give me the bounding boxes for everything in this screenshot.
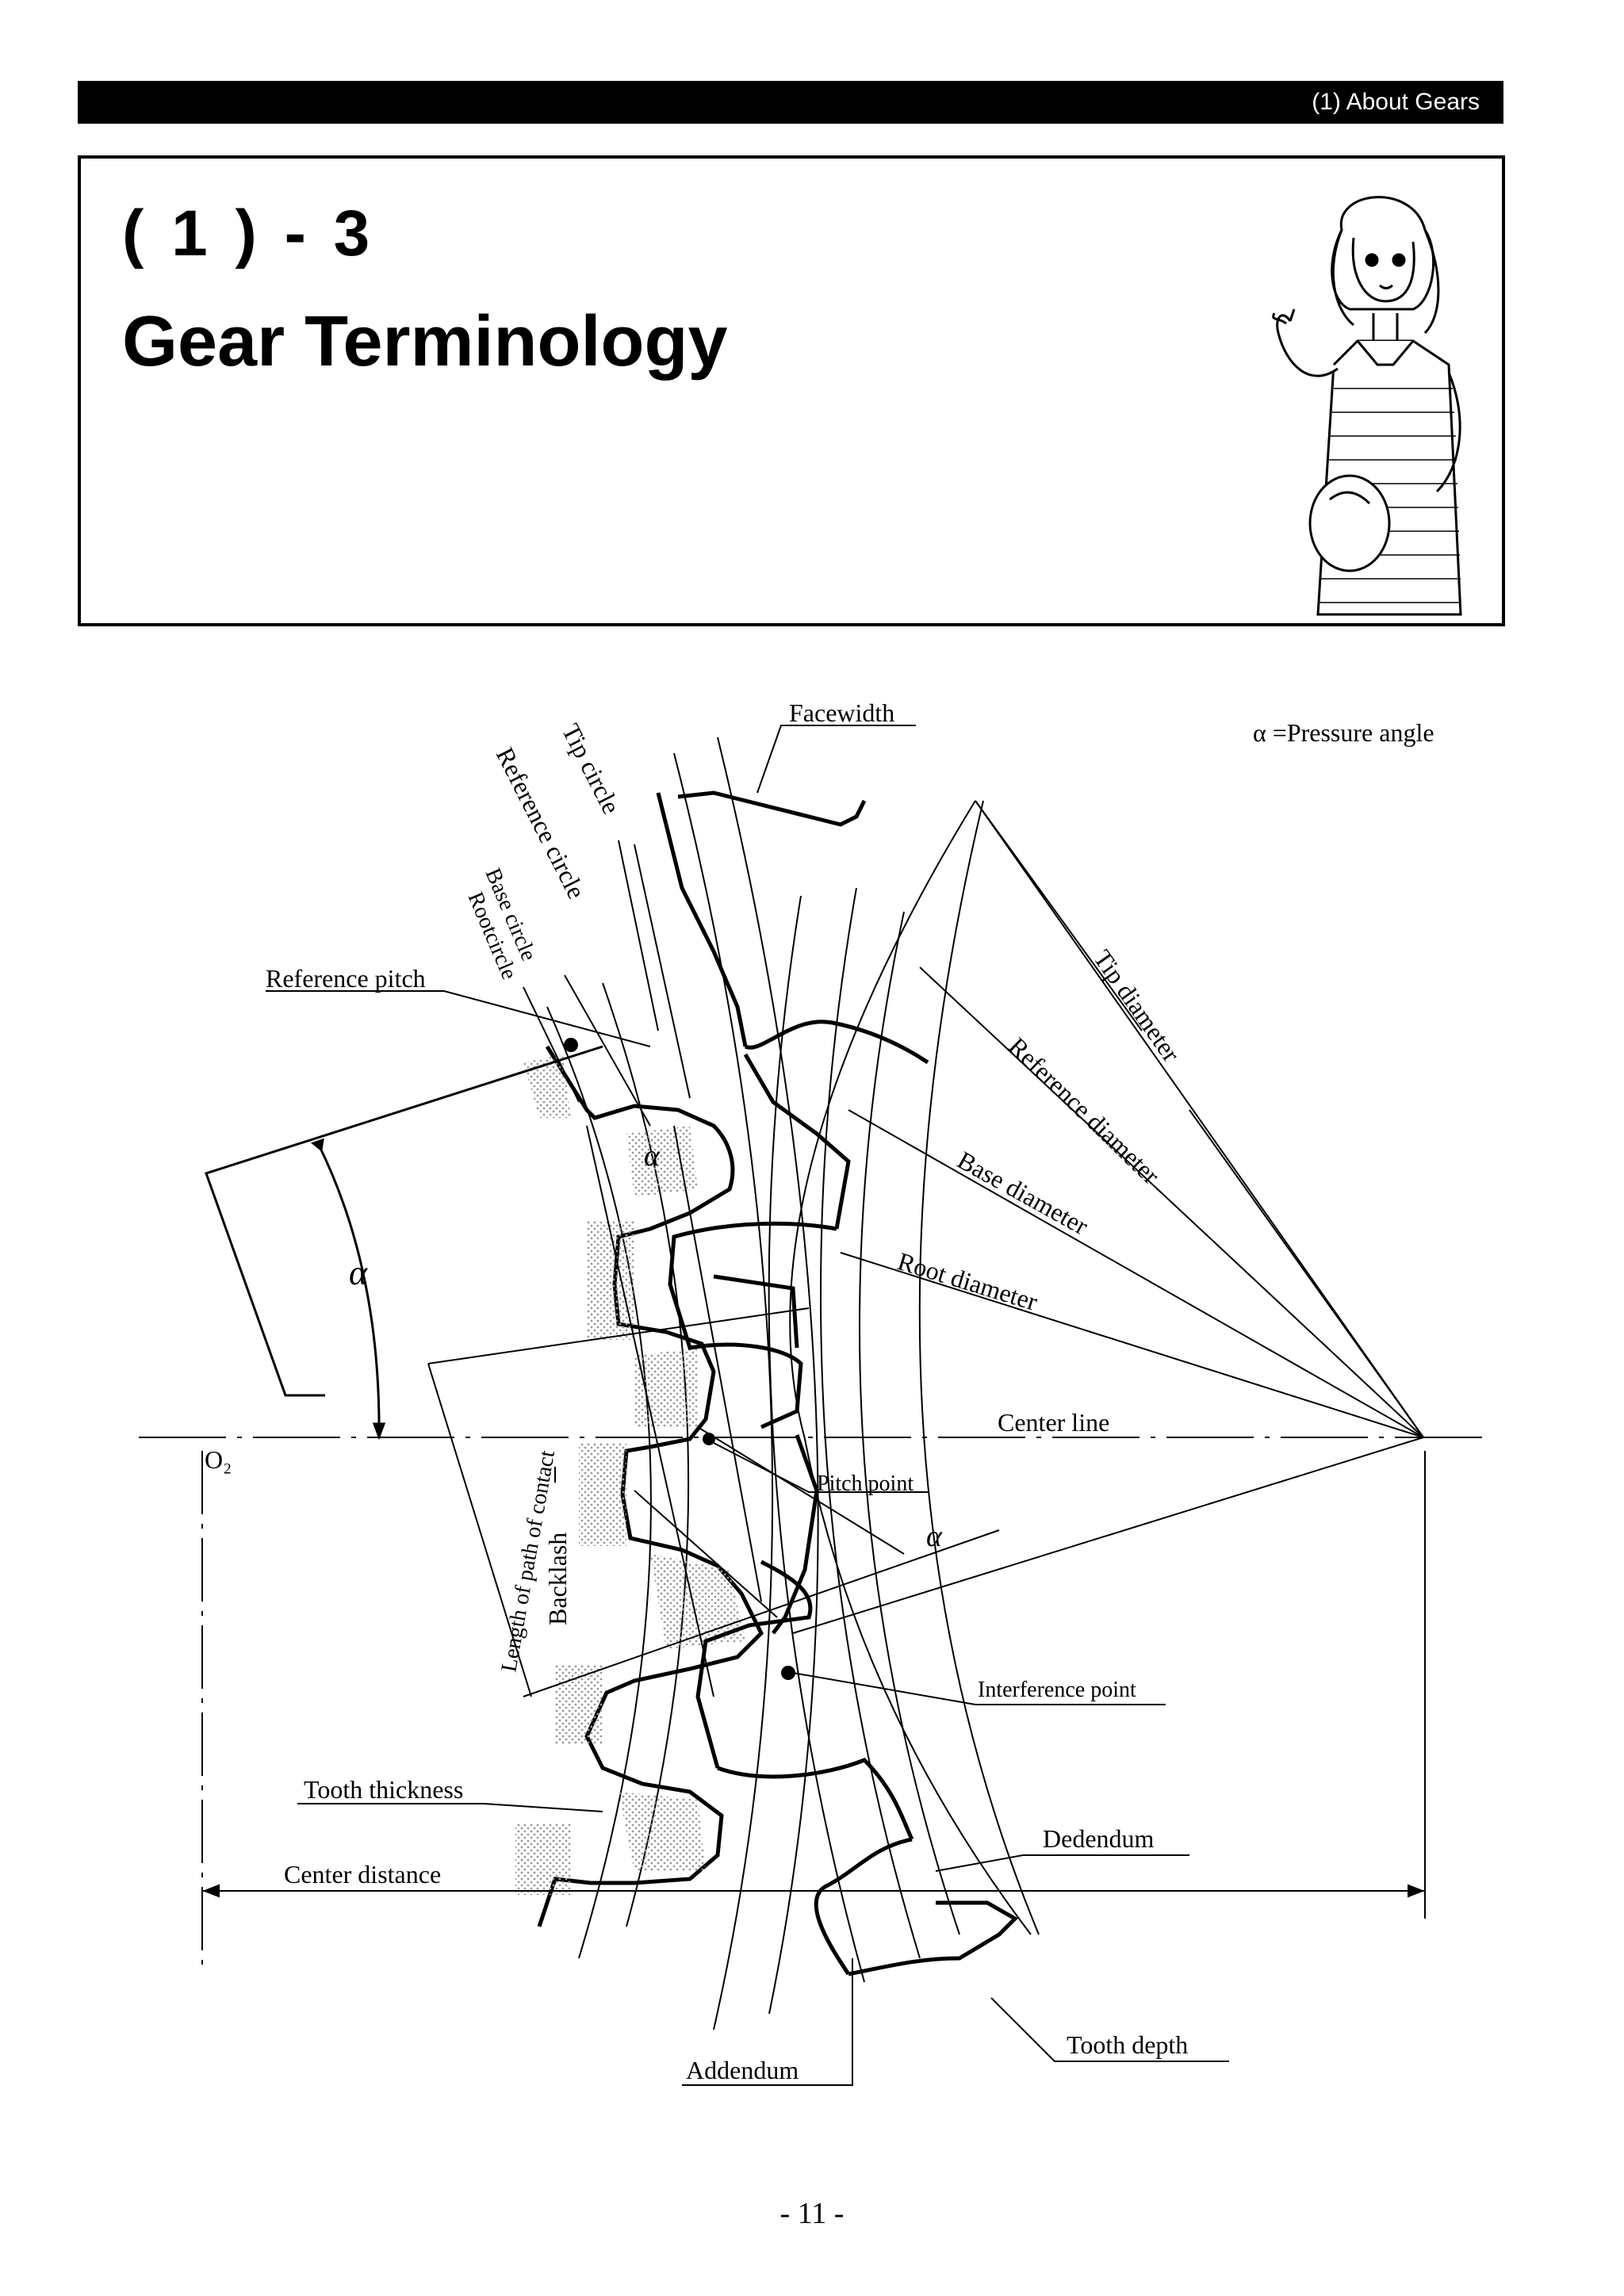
section-number: ( 1 ) - 3 <box>122 197 375 270</box>
alpha-symbol: α <box>926 1520 943 1553</box>
facewidth-label: Facewidth <box>789 698 894 727</box>
pressure-angle-legend: α =Pressure angle <box>1253 718 1434 747</box>
gear-stipple-left <box>515 1054 745 1895</box>
alpha-symbol: α <box>349 1253 368 1292</box>
mascot-illustration <box>1272 196 1462 616</box>
gear-terminology-diagram: Facewidth α =Pressure angle Tip circle R… <box>139 698 1491 2086</box>
alpha-symbol: α <box>644 1139 661 1173</box>
dedendum-label: Dedendum <box>1043 1824 1155 1853</box>
section-header-bar: (1) About Gears <box>78 81 1503 124</box>
center-line-label: Center line <box>998 1408 1109 1437</box>
pitch-point-marker <box>564 1038 795 1680</box>
section-label: (1) About Gears <box>1312 89 1480 115</box>
interference-point-label: Interference point <box>978 1678 1136 1702</box>
center-distance-dims <box>201 1451 1426 1966</box>
radial-diameter-lines <box>792 800 1424 1634</box>
reference-diameter-label: Reference diameter <box>1003 1031 1166 1190</box>
o2-label: O₂ <box>205 1445 232 1474</box>
tooth-thickness-label: Tooth thickness <box>304 1775 463 1804</box>
pressure-angle-polyline <box>205 1045 603 1441</box>
tip-circle-label: Tip circle <box>557 719 626 818</box>
gear-teeth-left <box>537 1045 764 1927</box>
root-diameter-label: Root diameter <box>894 1246 1041 1316</box>
center-distance-label: Center distance <box>284 1860 441 1888</box>
tooth-depth-label: Tooth depth <box>1067 2030 1188 2059</box>
page-title: Gear Terminology <box>122 302 728 381</box>
base-circle-arc <box>546 737 1040 2030</box>
line-of-action <box>427 1125 1000 1697</box>
addendum-label: Addendum <box>686 2056 799 2084</box>
base-diameter-label: Base diameter <box>953 1146 1094 1241</box>
backlash-label: Backlash <box>543 1533 572 1625</box>
page-number: - 11 - <box>779 2197 845 2230</box>
leader-lines <box>266 725 1229 2086</box>
pitch-point-label: Pitch point <box>817 1471 914 1496</box>
tip-circle-arc <box>789 800 1032 1935</box>
reference-pitch-label: Reference pitch <box>266 964 426 993</box>
title-box: ( 1 ) - 3 Gear Terminology <box>78 155 1505 626</box>
tip-diameter-label: Tip diameter <box>1088 944 1185 1067</box>
